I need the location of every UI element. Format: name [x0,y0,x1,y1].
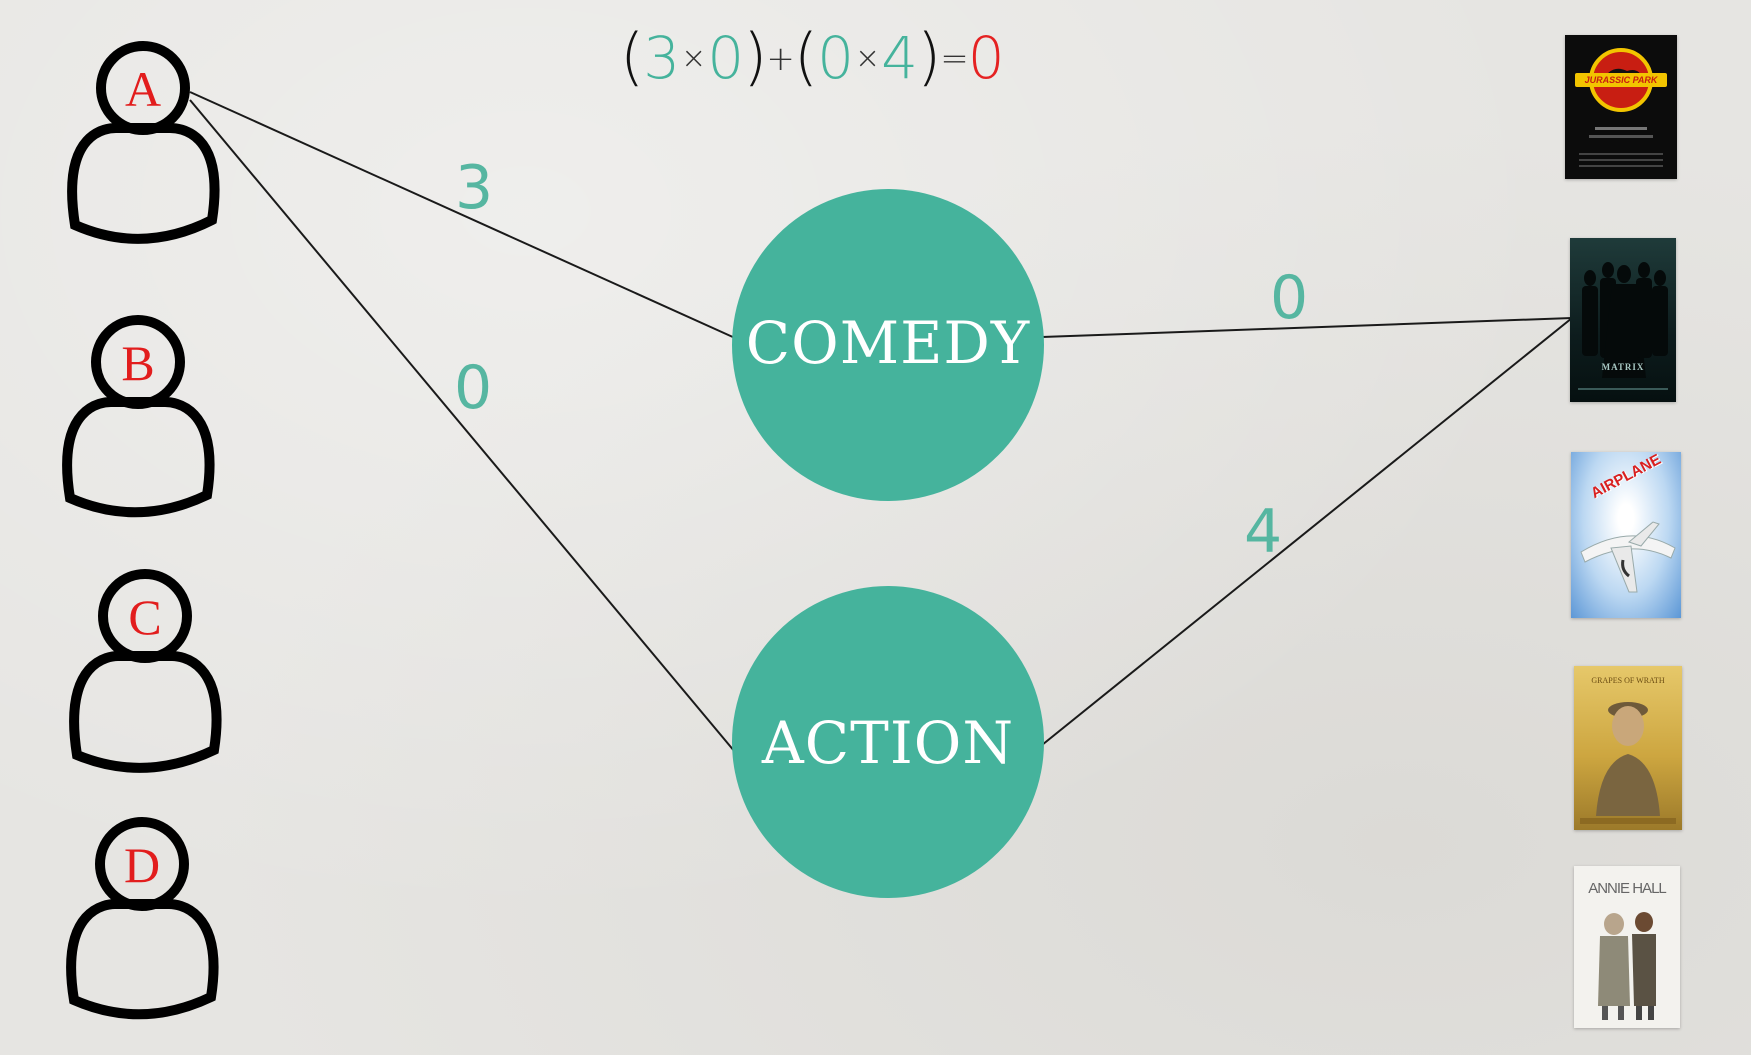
edge-user-a-comedy [189,91,736,339]
dot-product-equation: (3×0)+(0×4)=0 [620,20,1005,94]
comedy-genre-node [732,189,1044,501]
equation-open-paren-2: ( [793,20,818,93]
annie-hall-couple-icon [1598,912,1656,1020]
user-b-icon [62,315,215,518]
user-d-icon [66,817,219,1020]
equation-result: 0 [967,24,1005,92]
grapes-of-wrath-title: GRAPES OF WRATH [1591,676,1665,685]
airplane-icon [1580,521,1676,593]
jurassic-park-title: JURASSIC PARK [1584,75,1658,85]
equation-open-paren-1: ( [620,20,644,93]
equation-term-1b: 0 [707,24,744,92]
equation-close-paren-2: ) [917,20,941,93]
equation-times-2: × [854,41,880,76]
user-c-icon [69,569,222,773]
equation-plus: + [766,39,794,79]
equation-term-2a: 0 [817,24,854,92]
equation-close-paren-1: ) [743,20,767,93]
grapes-of-wrath-poster: GRAPES OF WRATH [1574,666,1682,830]
matrix-figures-icon [1578,262,1668,390]
action-genre-node [732,586,1044,898]
weight-movie-comedy: 0 [1270,263,1309,333]
airplane-poster: AIRPLANE [1571,452,1681,618]
equation-equals: = [940,39,968,79]
user-a-icon [67,41,220,244]
grapes-of-wrath-figure-icon [1580,702,1676,824]
jurassic-park-logo-icon [1575,48,1667,167]
annie-hall-title: ANNIE HALL [1588,880,1667,897]
equation-term-1a: 3 [643,24,680,92]
user-a-label: A [124,61,162,117]
user-c-label: C [128,589,162,645]
user-d-label: D [123,837,161,893]
edge-comedy-matrix [1041,317,1573,338]
edge-action-matrix [1041,317,1573,746]
weight-user-a-action: 0 [454,353,493,423]
weight-movie-action: 4 [1244,497,1283,567]
equation-times-1: × [681,41,706,76]
edge-user-a-action [189,99,736,753]
equation-term-2b: 4 [881,24,918,92]
user-b-label: B [121,335,155,391]
matrix-title: MATRIX [1601,362,1645,372]
matrix-poster: MATRIX [1570,238,1676,402]
jurassic-park-poster: JURASSIC PARK [1565,35,1677,179]
action-label: ACTION [761,709,1015,777]
comedy-label: COMEDY [745,309,1031,377]
annie-hall-poster: ANNIE HALL [1574,866,1680,1028]
weight-user-a-comedy: 3 [455,153,494,223]
